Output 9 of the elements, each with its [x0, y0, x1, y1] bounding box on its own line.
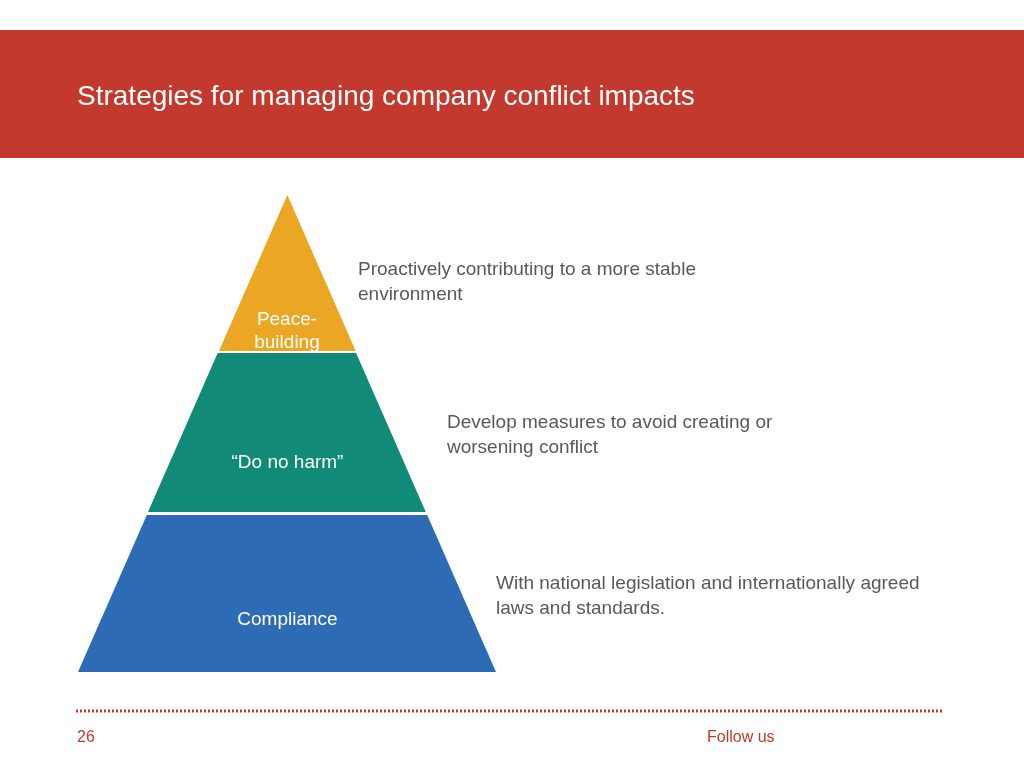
tier-label: Peace-building: [253, 307, 321, 353]
page-number: 26: [77, 728, 95, 746]
description-text: Develop measures to avoid creating or worsening conflict: [447, 410, 774, 459]
description-text: Proactively contributing to a more stable environment: [358, 257, 697, 306]
slide-title: Strategies for managing company conflict impacts: [77, 80, 695, 112]
description-text: With national legislation and internationally agreed laws and standards.: [496, 571, 921, 620]
tier-label: Compliance: [236, 607, 339, 630]
follow-text: Follow us: [707, 728, 775, 746]
tier-label: “Do no harm”: [230, 450, 345, 473]
